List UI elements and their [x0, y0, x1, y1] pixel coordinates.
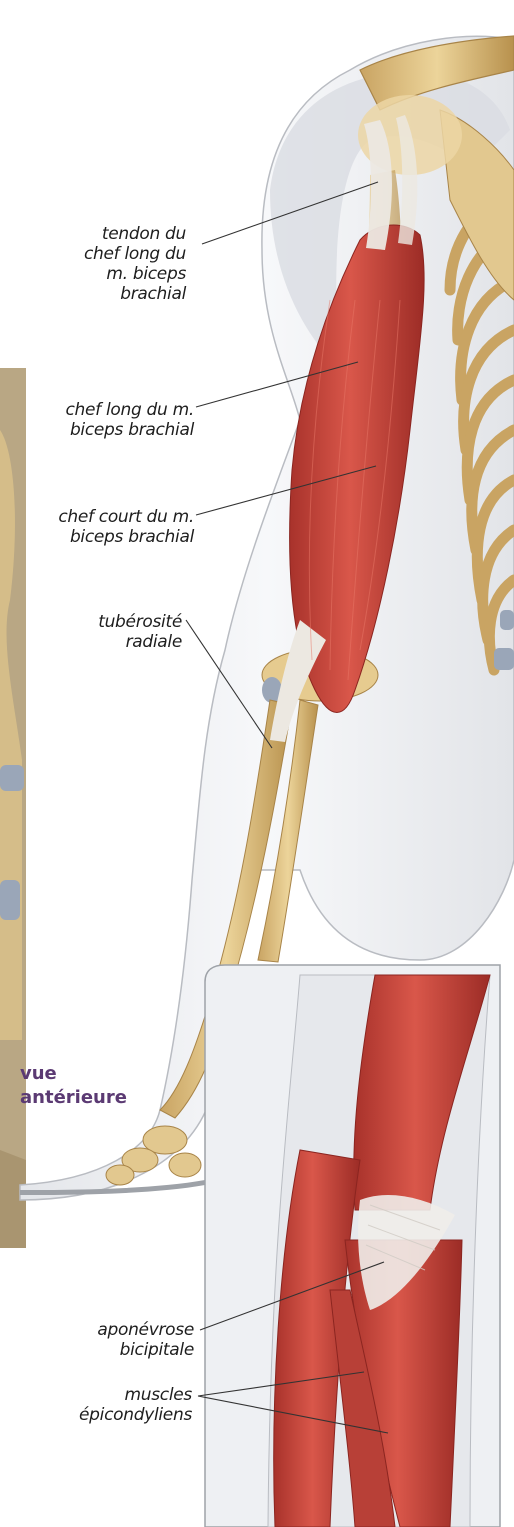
label-bicipital-aponeurosis: aponévrose bicipitale — [97, 1320, 194, 1360]
label-radial-tuberosity: tubérosité radiale — [98, 612, 182, 652]
label-short-head: chef court du m. biceps brachial — [58, 507, 194, 547]
label-long-head: chef long du m. biceps brachial — [66, 400, 195, 440]
label-tendon-long-head: tendon du chef long du m. biceps brachia… — [84, 224, 186, 304]
inset-panel — [20, 965, 500, 1527]
left-background-figure — [0, 368, 26, 1248]
view-label: vue antérieure — [20, 1062, 127, 1110]
label-epicondylar-muscles: muscles épicondyliens — [79, 1385, 192, 1425]
